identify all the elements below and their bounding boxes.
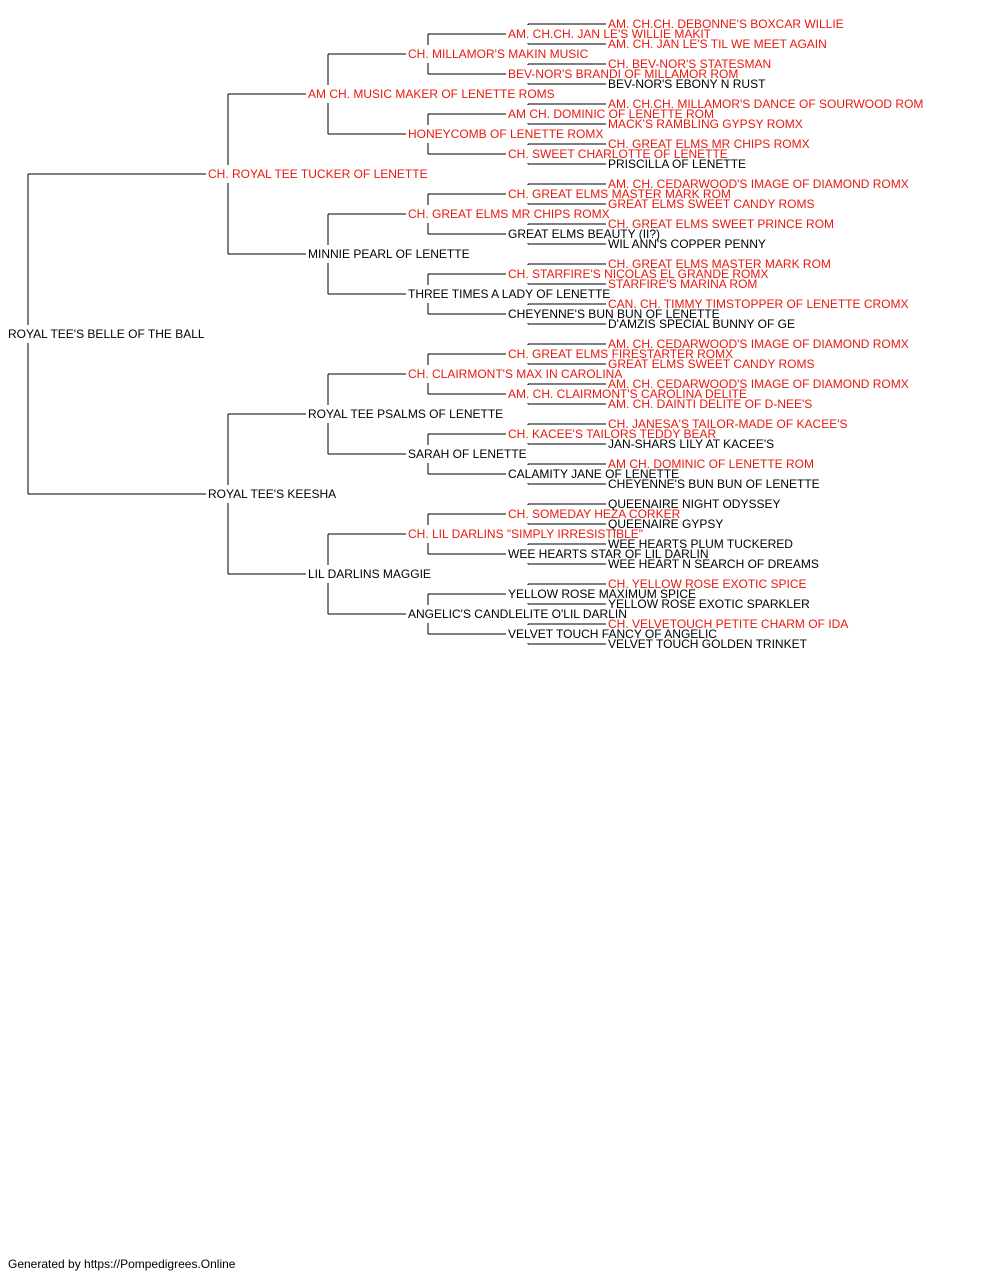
dog-name: VELVET TOUCH GOLDEN TRINKET bbox=[608, 637, 808, 651]
dog-name: PRISCILLA OF LENETTE bbox=[608, 157, 746, 171]
dog-name: CH. GREAT ELMS MR CHIPS ROMX bbox=[408, 207, 610, 221]
dog-name: AM. CH.CH. DEBONNE'S BOXCAR WILLIE bbox=[608, 17, 844, 31]
dog-name: LIL DARLINS MAGGIE bbox=[308, 567, 431, 581]
dog-name: GREAT ELMS BEAUTY (II?) bbox=[508, 227, 660, 241]
dog-name: YELLOW ROSE EXOTIC SPARKLER bbox=[608, 597, 810, 611]
dog-name: WIL ANN'S COPPER PENNY bbox=[608, 237, 766, 251]
dog-name: CH. STARFIRE'S NICOLAS EL GRANDE ROMX bbox=[508, 267, 768, 281]
dog-name: CH. CLAIRMONT'S MAX IN CAROLINA bbox=[408, 367, 622, 381]
dog-name: THREE TIMES A LADY OF LENETTE bbox=[408, 287, 610, 301]
dog-name: STARFIRE'S MARINA ROM bbox=[608, 277, 757, 291]
dog-name: AM. CH.CH. MILLAMOR'S DANCE OF SOURWOOD … bbox=[608, 97, 923, 111]
dog-name: WEE HEARTS STAR OF LIL DARLIN bbox=[508, 547, 708, 561]
dog-name: SARAH OF LENETTE bbox=[408, 447, 527, 461]
dog-name: CH. VELVETOUCH PETITE CHARM OF IDA bbox=[608, 617, 848, 631]
dog-name: ROYAL TEE'S BELLE OF THE BALL bbox=[8, 327, 205, 341]
dog-name: CALAMITY JANE OF LENETTE bbox=[508, 467, 679, 481]
dog-name: ROYAL TEE PSALMS OF LENETTE bbox=[308, 407, 503, 421]
generated-by-footer: Generated by https://Pompedigrees.Online bbox=[8, 1257, 236, 1271]
dog-name: AM CH. DOMINIC OF LENETTE ROM bbox=[508, 107, 714, 121]
dog-name: ROYAL TEE'S KEESHA bbox=[208, 487, 336, 501]
dog-name: AM. CH. DAINTI DELITE OF D-NEE'S bbox=[608, 397, 812, 411]
dog-name: CH. GREAT ELMS SWEET PRINCE ROM bbox=[608, 217, 834, 231]
dog-name: CH. SWEET CHARLOTTE OF LENETTE bbox=[508, 147, 728, 161]
dog-name: AM. CH.CH. JAN LE'S WILLIE MAKIT bbox=[508, 27, 712, 41]
dog-name: MACK'S RAMBLING GYPSY ROMX bbox=[608, 117, 803, 131]
dog-name: CH. BEV-NOR'S STATESMAN bbox=[608, 57, 771, 71]
dog-name: WEE HEART N SEARCH OF DREAMS bbox=[608, 557, 819, 571]
dog-name: CH. GREAT ELMS MASTER MARK ROM bbox=[508, 187, 731, 201]
dog-name: GREAT ELMS SWEET CANDY ROMS bbox=[608, 197, 814, 211]
dog-name: CHEYENNE'S BUN BUN OF LENETTE bbox=[508, 307, 720, 321]
dog-name: CH. LIL DARLINS "SIMPLY IRRESISTIBLE" bbox=[408, 527, 643, 541]
dog-name: WEE HEARTS PLUM TUCKERED bbox=[608, 537, 793, 551]
dog-name: VELVET TOUCH FANCY OF ANGELIC bbox=[508, 627, 717, 641]
dog-name: QUEENAIRE NIGHT ODYSSEY bbox=[608, 497, 780, 511]
dog-name: QUEENAIRE GYPSY bbox=[608, 517, 723, 531]
dog-name: D'AMZIS SPECIAL BUNNY OF GE bbox=[608, 317, 795, 331]
dog-name: MINNIE PEARL OF LENETTE bbox=[308, 247, 470, 261]
dog-name: AM. CH. CEDARWOOD'S IMAGE OF DIAMOND ROM… bbox=[608, 337, 909, 351]
dog-name: CH. YELLOW ROSE EXOTIC SPICE bbox=[608, 577, 807, 591]
dog-name: BEV-NOR'S EBONY N RUST bbox=[608, 77, 766, 91]
dog-name: JAN-SHARS LILY AT KACEE'S bbox=[608, 437, 774, 451]
dog-name: AM. CH. CLAIRMONT'S CAROLINA DELITE bbox=[508, 387, 747, 401]
dog-name: BEV-NOR'S BRANDI OF MILLAMOR ROM bbox=[508, 67, 738, 81]
dog-name: GREAT ELMS SWEET CANDY ROMS bbox=[608, 357, 814, 371]
dog-name: AM CH. MUSIC MAKER OF LENETTE ROMS bbox=[308, 87, 555, 101]
dog-name: CH. SOMEDAY HEZA CORKER bbox=[508, 507, 681, 521]
dog-name: AM. CH. JAN LE'S TIL WE MEET AGAIN bbox=[608, 37, 827, 51]
dog-name: CH. GREAT ELMS MR CHIPS ROMX bbox=[608, 137, 810, 151]
dog-name: YELLOW ROSE MAXIMUM SPICE bbox=[508, 587, 696, 601]
dog-name: AM. CH. CEDARWOOD'S IMAGE OF DIAMOND ROM… bbox=[608, 177, 909, 191]
dog-name: CH. GREAT ELMS FIRESTARTER ROMX bbox=[508, 347, 733, 361]
dog-name: CH. KACEE'S TAILORS TEDDY BEAR bbox=[508, 427, 716, 441]
dog-name: CH. MILLAMOR'S MAKIN MUSIC bbox=[408, 47, 589, 61]
dog-name: AM CH. DOMINIC OF LENETTE ROM bbox=[608, 457, 814, 471]
dog-name: AM. CH. CEDARWOOD'S IMAGE OF DIAMOND ROM… bbox=[608, 377, 909, 391]
dog-name: ANGELIC'S CANDLELITE O'LIL DARLIN bbox=[408, 607, 627, 621]
dog-name: CHEYENNE'S BUN BUN OF LENETTE bbox=[608, 477, 820, 491]
dog-name: CH. GREAT ELMS MASTER MARK ROM bbox=[608, 257, 831, 271]
dog-name: CAN. CH. TIMMY TIMSTOPPER OF LENETTE CRO… bbox=[608, 297, 908, 311]
dog-name: HONEYCOMB OF LENETTE ROMX bbox=[408, 127, 603, 141]
dog-name: CH. JANESA'S TAILOR-MADE OF KACEE'S bbox=[608, 417, 848, 431]
dog-name: CH. ROYAL TEE TUCKER OF LENETTE bbox=[208, 167, 428, 181]
